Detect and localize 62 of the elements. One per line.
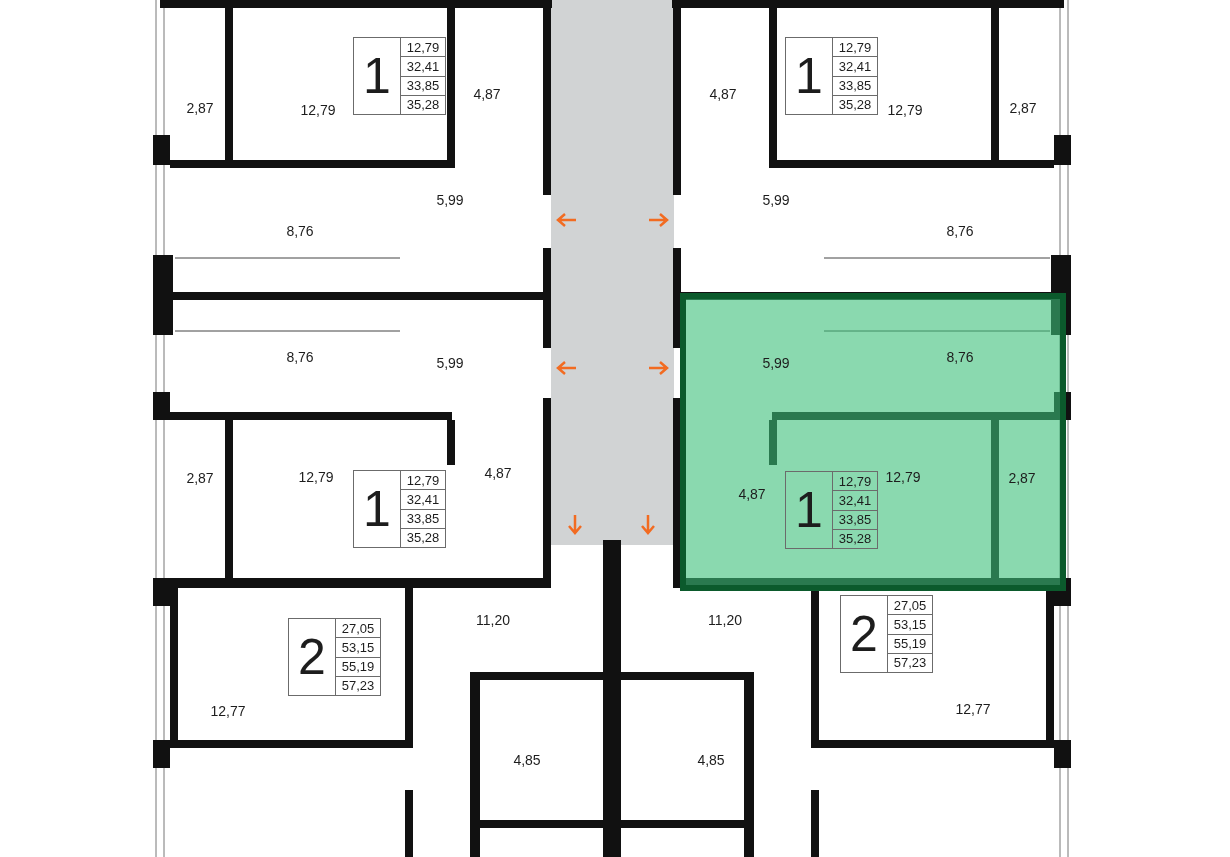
room-area: 5,99: [436, 355, 464, 371]
room-area: 8,76: [286, 223, 314, 239]
room-area: 11,20: [476, 612, 510, 628]
area-value: 57,23: [888, 652, 932, 672]
room-area: 2,87: [1009, 100, 1037, 116]
room-area: 4,85: [513, 752, 541, 768]
room-area: 2,87: [186, 470, 214, 486]
area-value: 33,85: [833, 75, 877, 95]
area-value: 33,85: [401, 75, 445, 95]
apartment-info-box: [840, 595, 933, 673]
room-area: 4,87: [709, 86, 737, 102]
area-value: 12,79: [837, 38, 873, 57]
area-value: 32,41: [833, 56, 877, 76]
room-area: 5,99: [436, 192, 464, 208]
room-area: 12,77: [210, 703, 246, 719]
area-value: 53,15: [888, 614, 932, 634]
area-value: 53,15: [336, 637, 380, 657]
room-area: 4,87: [473, 86, 501, 102]
room-area: 4,85: [697, 752, 725, 768]
area-value: 35,28: [833, 528, 877, 548]
room-area: 4,87: [738, 486, 766, 502]
room-area: 8,76: [946, 223, 974, 239]
room-area: 8,76: [286, 349, 314, 365]
room-count: 1: [354, 471, 401, 547]
area-value: 57,23: [336, 675, 380, 695]
area-value: 33,85: [401, 508, 445, 528]
room-area: 12,79: [887, 102, 923, 118]
room-count: 2: [841, 596, 888, 672]
area-value: 35,28: [401, 527, 445, 547]
room-count: 2: [289, 619, 336, 695]
area-value: 35,28: [401, 94, 445, 114]
apartment-info-box: [288, 618, 381, 696]
room-area: 8,76: [946, 349, 974, 365]
apartment-info-box: [353, 470, 446, 548]
apartment-info-box: [785, 37, 878, 115]
apartment-info-box: [785, 471, 878, 549]
room-area: 2,87: [186, 100, 214, 116]
area-value: 27,05: [340, 619, 376, 638]
room-area: 5,99: [762, 355, 790, 371]
room-area: 11,20: [708, 612, 742, 628]
area-value: 27,05: [892, 596, 928, 615]
area-value: 33,85: [833, 509, 877, 529]
room-count: 1: [786, 38, 833, 114]
room-area: 12,79: [300, 102, 336, 118]
room-area: 5,99: [762, 192, 790, 208]
area-value: 55,19: [336, 656, 380, 676]
room-area: 12,77: [955, 701, 991, 717]
area-value: 12,79: [405, 38, 441, 57]
room-count: 1: [786, 472, 833, 548]
area-value: 32,41: [833, 490, 877, 510]
room-count: 1: [354, 38, 401, 114]
area-value: 12,79: [405, 471, 441, 490]
room-area: 2,87: [1008, 470, 1036, 486]
area-value: 32,41: [401, 489, 445, 509]
apartment-info-box: [353, 37, 446, 115]
area-value: 32,41: [401, 56, 445, 76]
area-value: 12,79: [837, 472, 873, 491]
room-area: 12,79: [298, 469, 334, 485]
room-area: 4,87: [484, 465, 512, 481]
room-area: 12,79: [885, 469, 921, 485]
area-value: 35,28: [833, 94, 877, 114]
area-value: 55,19: [888, 633, 932, 653]
